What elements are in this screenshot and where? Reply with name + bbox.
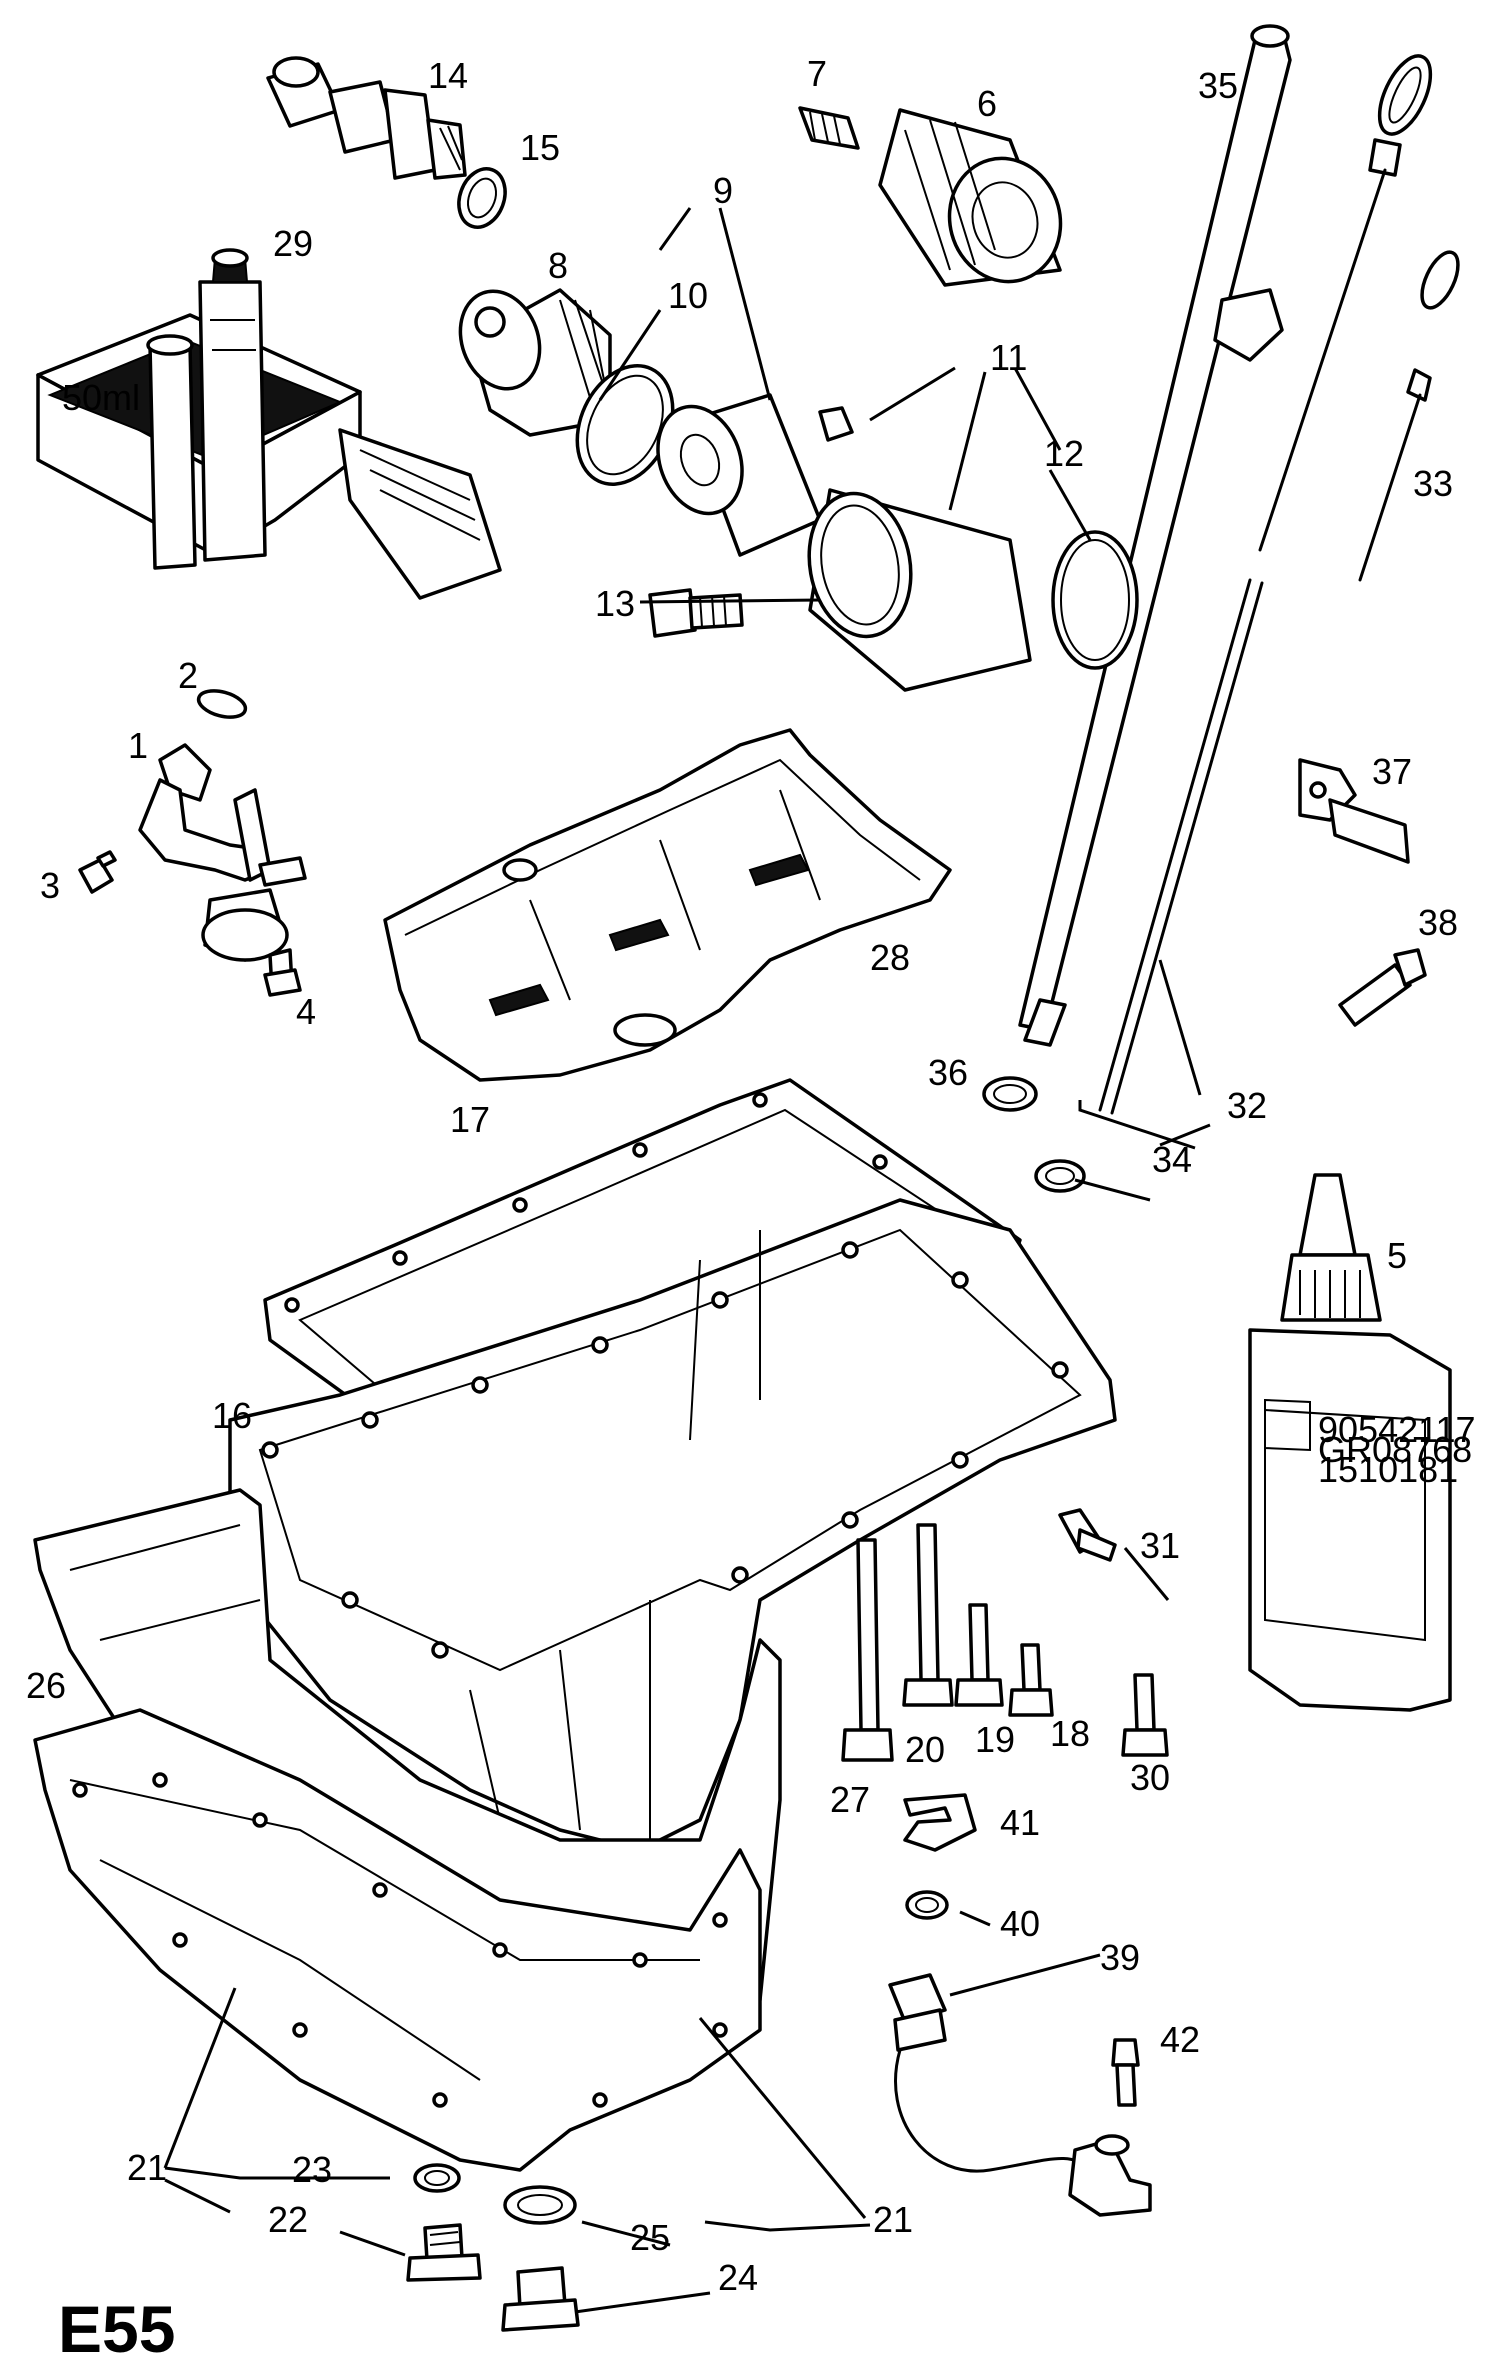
sealant-bottle-5: 90542117 GR08768 1510181 [1248,1173,1476,1712]
callout-labels: 1 2 3 4 5 6 7 8 9 10 11 12 13 14 15 16 1… [26,53,1458,2298]
callout-35: 35 [1198,65,1238,106]
upper-pan-bolt-holes [261,1241,1069,1659]
filter-element-9 [656,393,822,557]
callout-5: 5 [1387,1235,1407,1276]
bolt-13 [648,588,744,638]
callout-6: 6 [977,83,997,124]
bolt-38 [1338,948,1427,1027]
sealant-kit-29: 50ml [36,248,502,600]
callout-25: 25 [630,2217,670,2258]
callout-21-right: 21 [873,2199,913,2240]
baffle-plate-28 [383,728,952,1082]
stud-7 [798,106,860,150]
seal-36 [982,1076,1038,1112]
callout-34: 34 [1152,1139,1192,1180]
bolt-18 [1008,1643,1054,1717]
callout-16: 16 [212,1395,252,1436]
callout-14: 14 [428,55,468,96]
drain-plug-22 [406,2223,482,2282]
tube-label-text: 50ml [62,377,140,418]
callout-11: 11 [990,337,1027,378]
callout-42: 42 [1160,2019,1200,2060]
callout-39: 39 [1100,1937,1140,1978]
callout-19: 19 [975,1719,1015,1760]
leader-lines [163,207,1211,2314]
seal-23 [413,2163,461,2193]
bottle-label-line-3: 1510181 [1318,1449,1458,1490]
callout-8: 8 [548,245,568,286]
callout-23: 23 [292,2149,332,2190]
callout-30: 30 [1130,1757,1170,1798]
callout-13: 13 [595,583,635,624]
callout-2: 2 [178,655,198,696]
callout-9: 9 [713,170,733,211]
bolt-20 [902,1523,954,1707]
callout-18: 18 [1050,1713,1090,1754]
callout-12: 12 [1044,433,1084,474]
seal-34 [1034,1159,1086,1193]
callout-38: 38 [1418,902,1458,943]
o-ring-12 [1051,530,1139,670]
retaining-clip-41 [903,1793,977,1852]
dipstick-32 [1098,578,1264,1115]
bracket-37 [1298,758,1410,864]
callout-41: 41 [1000,1802,1040,1843]
oil-pressure-switch-14 [266,56,467,180]
filter-cover-8 [458,288,616,437]
gasket-2 [196,689,248,719]
bolt-31 [1058,1508,1117,1562]
bolt-42 [1111,2038,1140,2107]
callout-29: 29 [273,223,313,264]
lower-oil-pan-21 [33,1708,762,2172]
bolt-4 [263,948,302,997]
callout-36: 36 [928,1052,968,1093]
drain-plug-24 [501,2266,580,2332]
callout-3: 3 [40,865,60,906]
dipstick-33-large [1258,54,1433,552]
lower-pan-bolt-holes [72,1772,728,2108]
callout-1: 1 [128,725,148,766]
oil-filter-6 [878,108,1063,287]
bolt-3 [78,850,117,894]
bottle-label-line-2: GR08768 [1318,1429,1472,1470]
callout-31: 31 [1140,1525,1180,1566]
callout-33: 33 [1413,463,1453,504]
callout-37: 37 [1372,751,1412,792]
dipstick-tube-35 [1018,24,1292,1047]
bolt-19 [954,1603,1004,1707]
callout-17: 17 [450,1099,490,1140]
callout-10: 10 [668,275,708,316]
callout-32: 32 [1227,1085,1267,1126]
callout-20: 20 [905,1729,945,1770]
callout-24: 24 [718,2257,758,2298]
callout-4: 4 [296,991,316,1032]
bolt-30 [1121,1673,1169,1757]
upper-oil-pan-16 [228,1198,1117,1852]
callout-28: 28 [870,937,910,978]
callout-26: 26 [26,1665,66,1706]
stud-27 [841,1538,894,1762]
oil-pump-suction-pipe-1 [138,743,307,962]
diagram-code: E55 [58,2292,175,2360]
sealing-ring-15 [457,167,507,229]
callout-21-left: 21 [127,2147,167,2188]
callout-15: 15 [520,127,560,168]
callout-22: 22 [268,2199,308,2240]
callout-27: 27 [830,1779,870,1820]
dipstick-33-small [1358,250,1460,582]
callout-7: 7 [807,53,827,94]
callout-40: 40 [1000,1903,1040,1944]
filter-housing-11 [807,406,1032,692]
bottle-label-line-1: 90542117 [1318,1409,1476,1450]
seal-25 [503,2185,577,2225]
seal-40 [905,1890,949,1920]
oil-level-sensor-39 [888,1973,1152,2217]
